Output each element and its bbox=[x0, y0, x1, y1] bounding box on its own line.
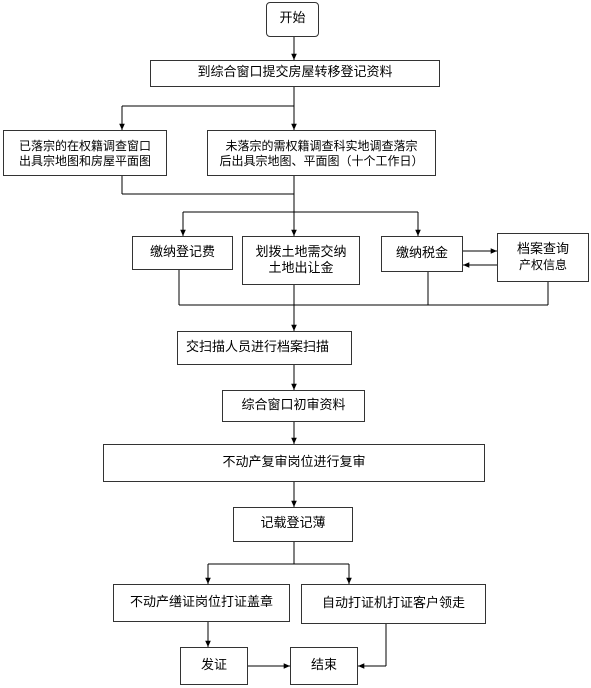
archive-query-label-line1: 档案查询 bbox=[516, 241, 569, 257]
end-label: 结束 bbox=[310, 657, 337, 673]
issue-cert-label: 发证 bbox=[200, 657, 227, 673]
re-review-box: 不动产复审岗位进行复审 bbox=[103, 444, 485, 482]
unregistered-label-line2: 后出具宗地图、平面图（十个工作日） bbox=[219, 154, 424, 168]
registered-label-line1: 已落宗的在权籍调查窗口 bbox=[18, 139, 151, 153]
start-node: 开始 bbox=[266, 2, 319, 37]
pay-reg-fee-box: 缴纳登记费 bbox=[132, 236, 233, 270]
pay-reg-fee-label: 缴纳登记费 bbox=[149, 244, 215, 260]
record-book-label: 记载登记薄 bbox=[260, 516, 326, 532]
initial-review-label: 综合窗口初审资料 bbox=[241, 397, 346, 413]
self-print-label: 自动打证机打证客户领走 bbox=[321, 595, 465, 611]
start-label: 开始 bbox=[279, 11, 306, 27]
submit-label: 到综合窗口提交房屋转移登记资料 bbox=[197, 65, 393, 81]
registered-label-line2: 出具宗地图和房屋平面图 bbox=[18, 154, 151, 168]
pay-tax-label: 缴纳税金 bbox=[395, 245, 448, 261]
archive-query-box: 档案查询 产权信息 bbox=[497, 233, 589, 282]
certify-seal-box: 不动产缮证岗位打证盖章 bbox=[113, 584, 290, 622]
allocated-land-label-line1: 划拨土地需交纳 bbox=[255, 245, 347, 260]
certify-seal-label: 不动产缮证岗位打证盖章 bbox=[129, 594, 273, 610]
submit-box: 到综合窗口提交房屋转移登记资料 bbox=[150, 60, 440, 87]
self-print-box: 自动打证机打证客户领走 bbox=[301, 584, 486, 624]
unregistered-label-line1: 未落宗的需权籍调查科实地调查落宗 bbox=[225, 139, 418, 153]
scan-box: 交扫描人员进行档案扫描 bbox=[177, 331, 352, 365]
unregistered-box: 未落宗的需权籍调查科实地调查落宗 后出具宗地图、平面图（十个工作日） bbox=[207, 130, 436, 176]
issue-cert-box: 发证 bbox=[180, 647, 248, 685]
record-book-box: 记载登记薄 bbox=[233, 507, 353, 542]
allocated-land-box: 划拨土地需交纳 土地出让金 bbox=[242, 236, 360, 285]
scan-label: 交扫描人员进行档案扫描 bbox=[186, 339, 330, 355]
archive-query-label-line2: 产权信息 bbox=[518, 258, 567, 273]
initial-review-box: 综合窗口初审资料 bbox=[222, 390, 365, 422]
re-review-label: 不动产复审岗位进行复审 bbox=[222, 454, 366, 470]
allocated-land-label-line2: 土地出让金 bbox=[268, 261, 334, 277]
pay-tax-box: 缴纳税金 bbox=[381, 236, 463, 272]
end-box: 结束 bbox=[290, 647, 358, 685]
registered-box: 已落宗的在权籍调查窗口 出具宗地图和房屋平面图 bbox=[3, 130, 167, 176]
